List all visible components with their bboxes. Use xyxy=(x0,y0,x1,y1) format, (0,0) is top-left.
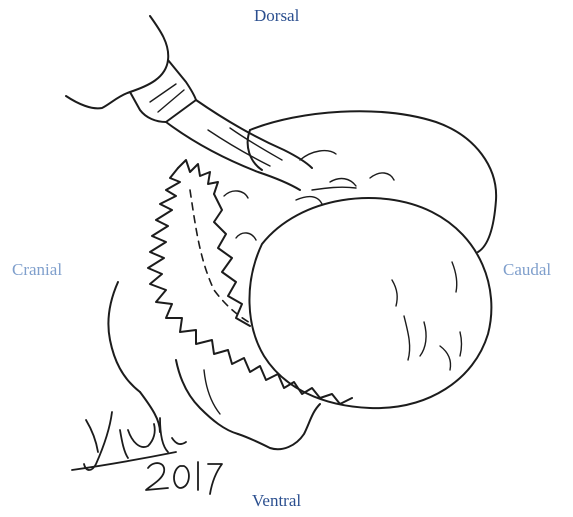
artist-signature xyxy=(72,412,222,494)
body-contour xyxy=(108,282,320,449)
upper-organ xyxy=(224,111,496,252)
instrument-shaft xyxy=(166,100,312,190)
round-mass xyxy=(249,187,491,408)
instrument-handle xyxy=(66,16,196,122)
